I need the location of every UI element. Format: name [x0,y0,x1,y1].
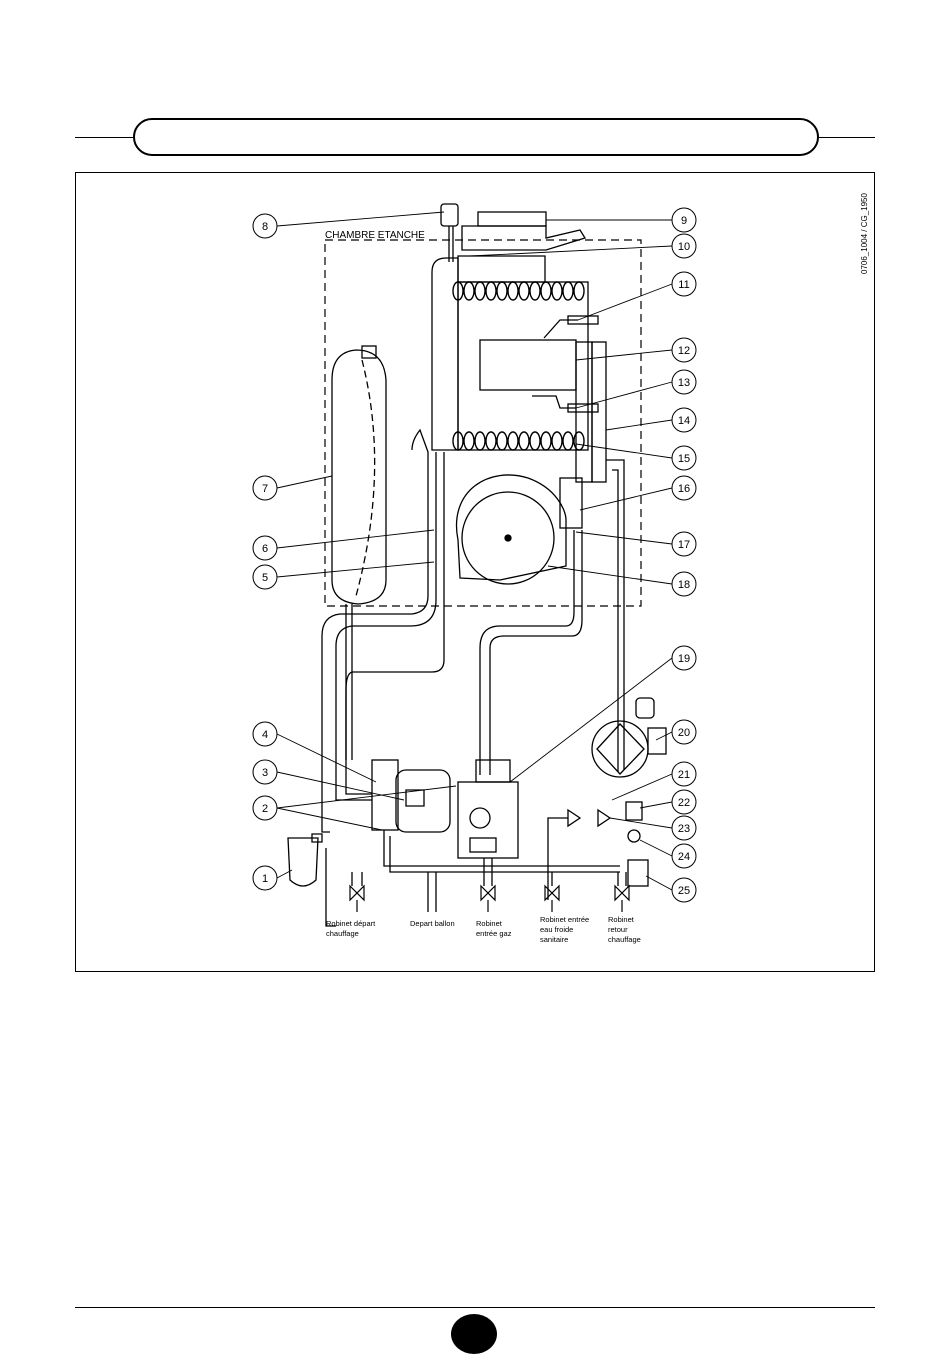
svg-text:6: 6 [262,543,268,555]
callout-9: 9 [672,208,696,232]
safety-valve [288,838,318,886]
flue-outlet [462,226,585,250]
svg-text:13: 13 [678,377,690,389]
components [288,204,666,926]
gas-valve [458,782,518,858]
svg-text:22: 22 [678,797,690,809]
svg-text:12: 12 [678,345,690,357]
svg-text:14: 14 [678,415,690,427]
svg-text:18: 18 [678,579,690,591]
callout-7: 7 [253,476,277,500]
chamber-label: CHAMBRE ETANCHE [325,230,425,241]
svg-text:19: 19 [678,653,690,665]
fan-housing [457,475,566,580]
callout-22: 22 [672,790,696,814]
callout-15: 15 [672,446,696,470]
svg-text:24: 24 [678,851,690,863]
svg-text:7: 7 [262,483,268,495]
svg-text:21: 21 [678,769,690,781]
callout-1: 1 [253,866,277,890]
callout-3: 3 [253,760,277,784]
callout-4: 4 [253,722,277,746]
callout-11: 11 [672,272,696,296]
svg-text:3: 3 [262,767,268,779]
callout-13: 13 [672,370,696,394]
callout-23: 23 [672,816,696,840]
svg-text:11: 11 [678,279,689,291]
svg-text:8: 8 [262,221,268,233]
connection-valves [350,886,629,912]
expansion-vessel [332,350,386,604]
svg-text:25: 25 [678,885,690,897]
callout-24: 24 [672,844,696,868]
svg-text:15: 15 [678,453,690,465]
svg-text:16: 16 [678,483,690,495]
svg-text:17: 17 [678,539,690,551]
air-vent [441,204,458,226]
callout-18: 18 [672,572,696,596]
svg-text:1: 1 [262,873,268,885]
reference-code: 0706_1004 / CG_1950 [860,192,869,274]
fume-hood [458,256,545,282]
svg-text:9: 9 [681,215,687,227]
callout-19: 19 [672,646,696,670]
combustion-chamber [480,340,576,390]
callout-6: 6 [253,536,277,560]
exchanger-coils [453,282,584,450]
callout-16: 16 [672,476,696,500]
svg-text:20: 20 [678,727,690,739]
circulation-pump [592,721,648,777]
connection-label-2: Depart ballon [410,919,455,928]
page-number-badge [451,1314,497,1354]
callout-8: 8 [253,214,277,238]
svg-text:23: 23 [678,823,690,835]
callout-21: 21 [672,762,696,786]
callout-14: 14 [672,408,696,432]
callout-2: 2 [253,796,277,820]
svg-text:2: 2 [262,803,268,815]
callout-12: 12 [672,338,696,362]
callout-10: 10 [672,234,696,258]
svg-text:4: 4 [262,729,268,741]
callout-17: 17 [672,532,696,556]
svg-text:10: 10 [678,241,690,253]
sealed-chamber-outline [325,240,641,606]
svg-text:5: 5 [262,572,268,584]
callout-5: 5 [253,565,277,589]
callout-20: 20 [672,720,696,744]
footer-rule [75,1307,875,1308]
callout-25: 25 [672,878,696,902]
